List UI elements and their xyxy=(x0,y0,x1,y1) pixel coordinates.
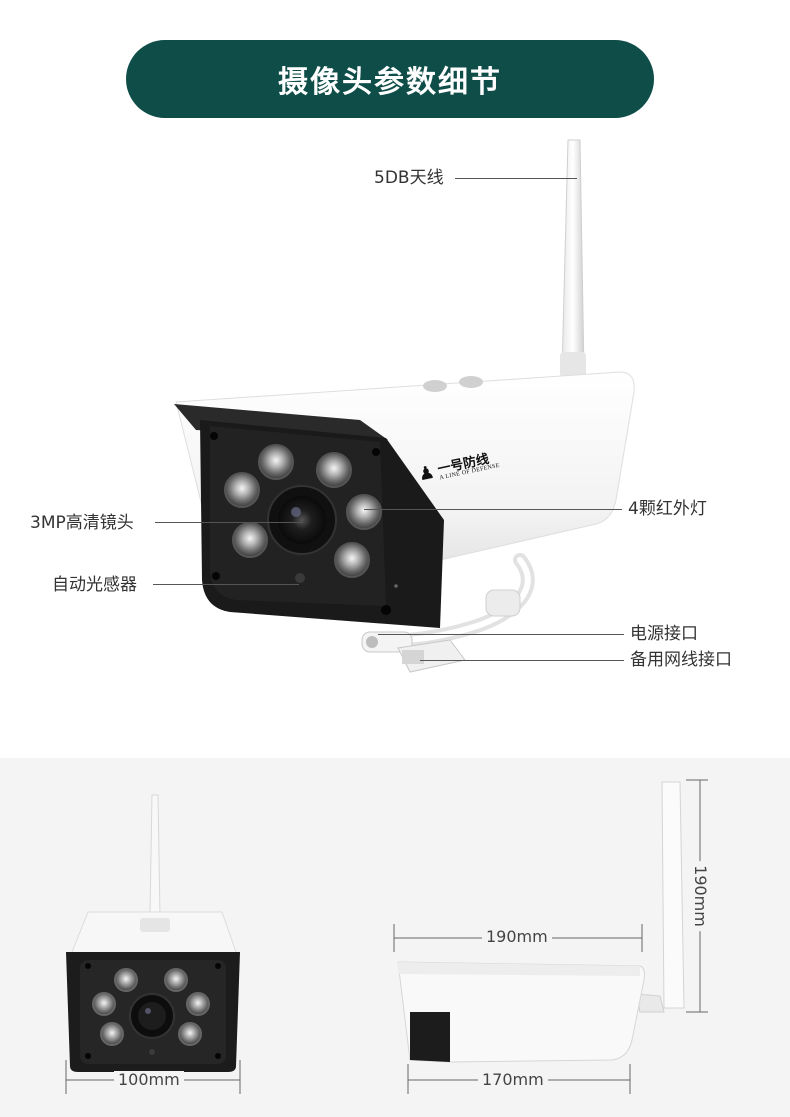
title-banner: 摄像头参数细节 xyxy=(126,40,654,118)
callout-ir-lights: 4颗红外灯 xyxy=(628,499,707,519)
page-title: 摄像头参数细节 xyxy=(278,65,502,100)
callout-antenna: 5DB天线 xyxy=(374,168,444,188)
leader-line-antenna xyxy=(455,178,577,179)
leader-line-light-sensor xyxy=(153,584,299,585)
camera-side-view xyxy=(393,779,708,1094)
leader-line-power-port xyxy=(378,634,624,635)
leader-line-lens xyxy=(155,522,303,523)
callout-light-sensor: 自动光感器 xyxy=(52,575,137,595)
callout-lens: 3MP高清镜头 xyxy=(30,513,134,533)
dimension-side-body: 170mm xyxy=(478,1071,548,1089)
leader-line-ir-lights xyxy=(364,509,622,510)
dimension-side-height: 190mm xyxy=(690,861,710,931)
leader-line-network-port xyxy=(420,660,624,661)
callout-power-port: 电源接口 xyxy=(630,624,698,644)
person-icon: ♟ xyxy=(416,461,437,486)
callout-network-port: 备用网线接口 xyxy=(630,650,732,670)
dimension-side-length: 190mm xyxy=(482,928,552,946)
camera-front-view xyxy=(65,794,241,1094)
dimension-front-width: 100mm xyxy=(114,1071,184,1089)
camera-main-illustration xyxy=(174,139,635,673)
